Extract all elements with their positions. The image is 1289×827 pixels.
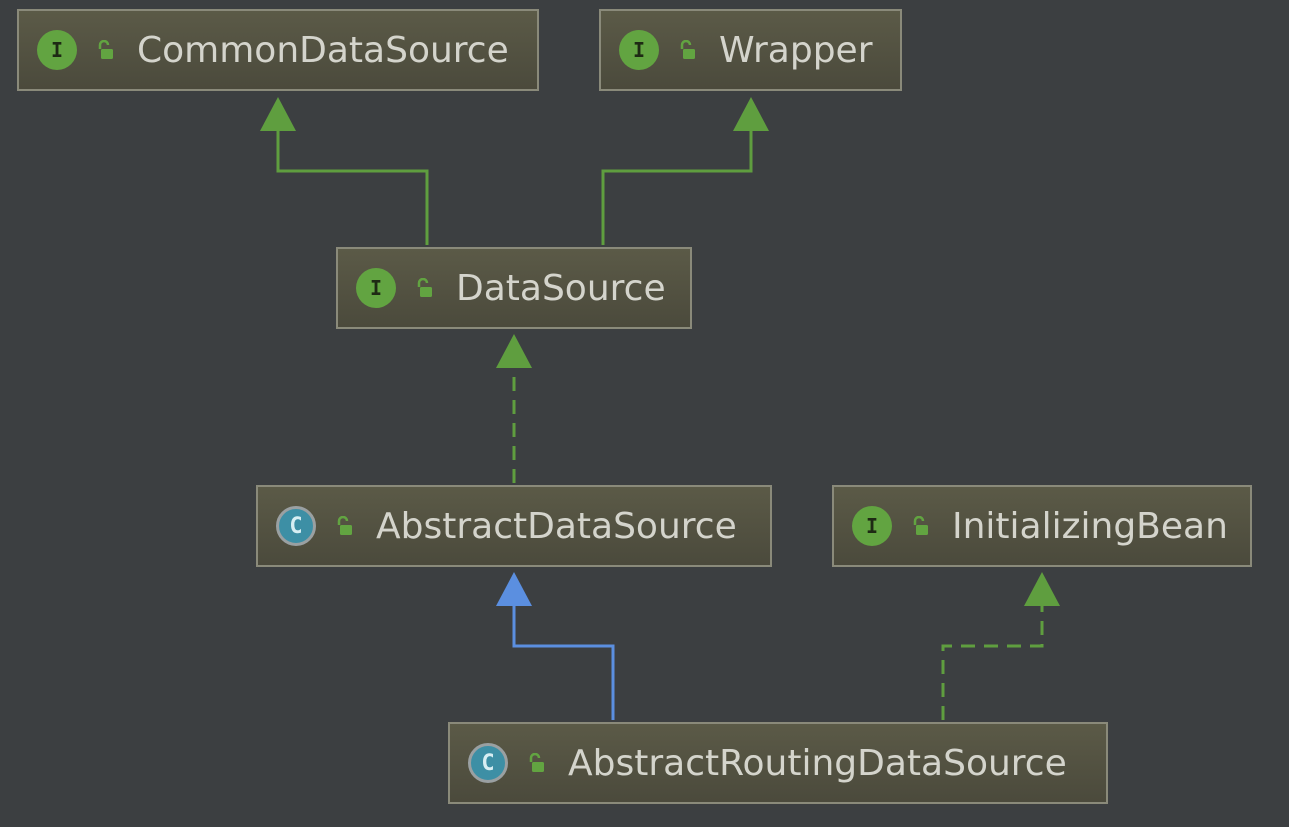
class-badge-icon: C bbox=[276, 506, 316, 546]
node-label: DataSource bbox=[456, 267, 666, 309]
class-badge-icon: C bbox=[468, 743, 508, 783]
node-initializing-bean[interactable]: I InitializingBean bbox=[832, 485, 1252, 567]
edge-routing-abstractdatasource bbox=[512, 606, 615, 720]
arrow-head-abstractdatasource bbox=[496, 572, 532, 606]
interface-badge-icon: I bbox=[852, 506, 892, 546]
interface-badge-icon: I bbox=[356, 268, 396, 308]
node-label: InitializingBean bbox=[952, 505, 1228, 547]
arrow-head-datasource bbox=[496, 334, 532, 368]
node-wrapper[interactable]: I Wrapper bbox=[599, 9, 902, 91]
open-lock-icon bbox=[417, 278, 432, 297]
open-lock-icon bbox=[913, 516, 928, 535]
node-data-source[interactable]: I DataSource bbox=[336, 247, 692, 329]
node-abstract-routing-data-source[interactable]: C AbstractRoutingDataSource bbox=[448, 722, 1108, 804]
arrow-head-commondatasource bbox=[260, 97, 296, 131]
interface-badge-icon: I bbox=[37, 30, 77, 70]
open-lock-icon bbox=[98, 40, 113, 59]
node-label: Wrapper bbox=[719, 29, 873, 71]
open-lock-icon bbox=[529, 753, 544, 772]
open-lock-icon bbox=[337, 516, 352, 535]
edge-routing-initializingbean bbox=[941, 606, 1044, 720]
edge-datasource-commondatasource bbox=[276, 130, 429, 245]
node-label: AbstractDataSource bbox=[376, 505, 737, 547]
open-lock-icon bbox=[680, 40, 695, 59]
node-label: CommonDataSource bbox=[137, 29, 509, 71]
node-common-data-source[interactable]: I CommonDataSource bbox=[17, 9, 539, 91]
edge-datasource-wrapper bbox=[601, 130, 753, 245]
interface-badge-icon: I bbox=[619, 30, 659, 70]
arrow-head-initializingbean bbox=[1024, 572, 1060, 606]
node-label: AbstractRoutingDataSource bbox=[568, 742, 1067, 784]
arrow-head-wrapper bbox=[733, 97, 769, 131]
node-abstract-data-source[interactable]: C AbstractDataSource bbox=[256, 485, 772, 567]
